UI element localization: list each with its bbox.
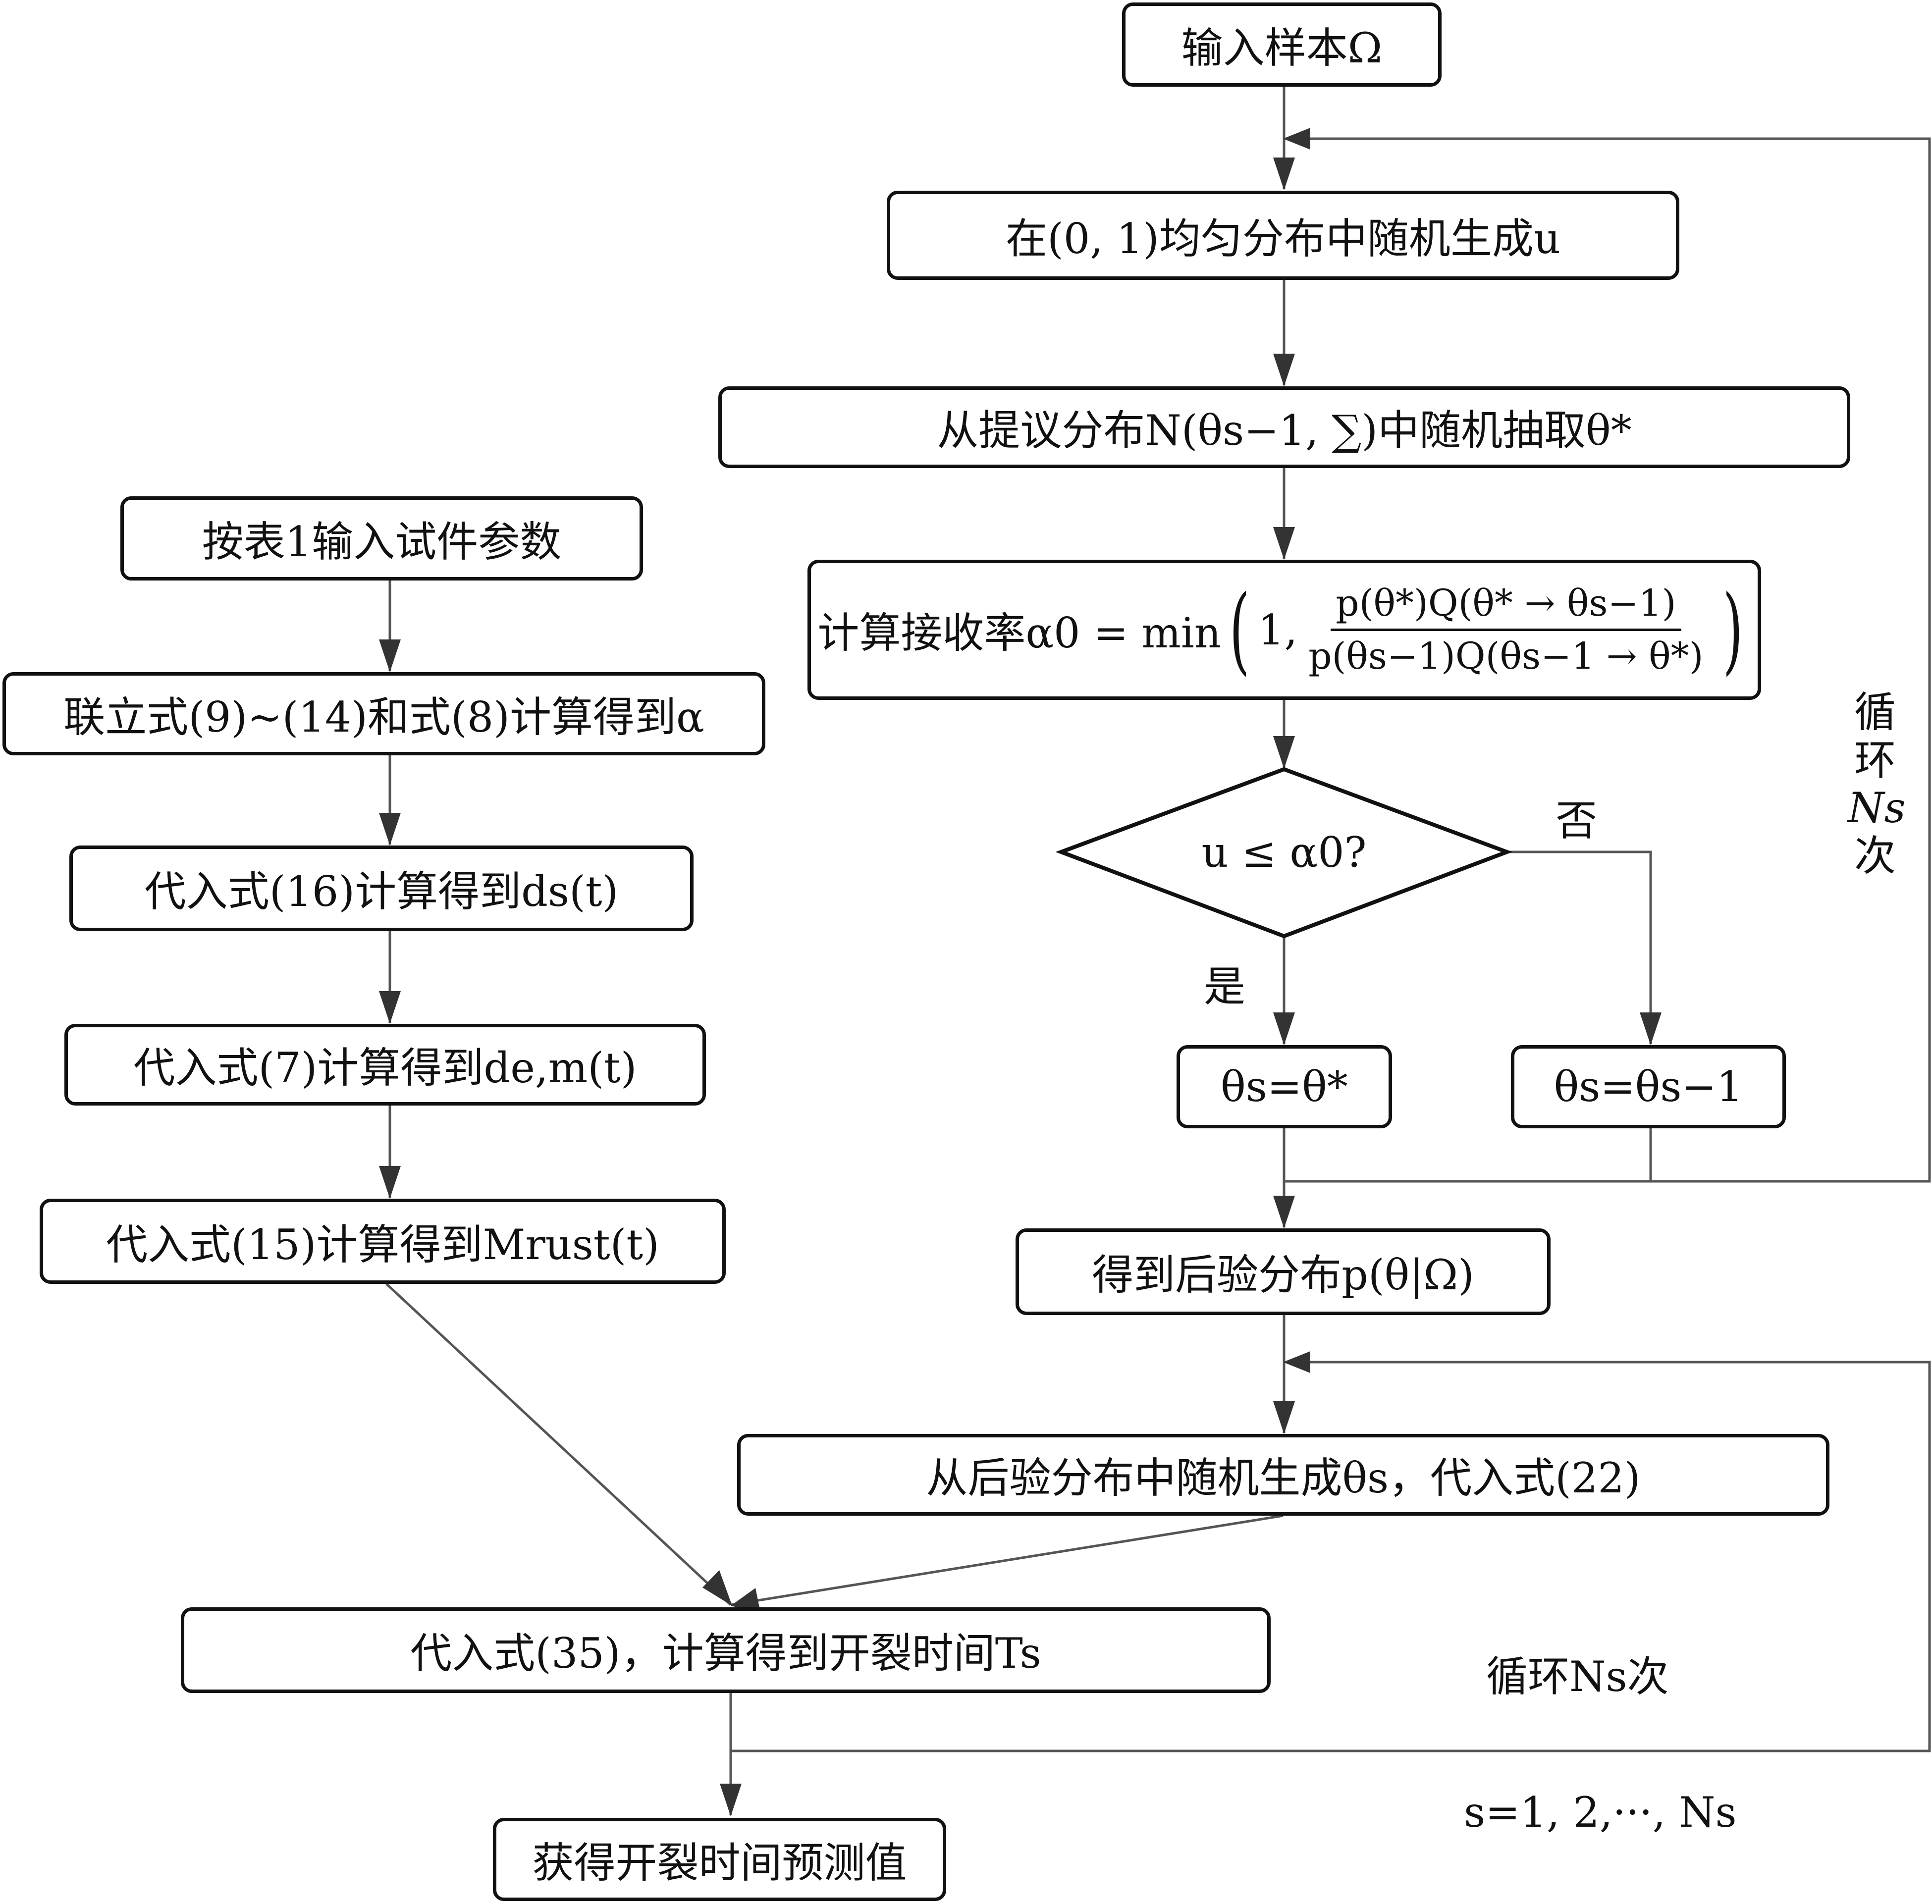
loop-label-vertical: 循 环 Ns 次 <box>1848 688 1906 880</box>
arrowhead <box>1283 128 1310 150</box>
compute-mrust-box: 代入式(15)计算得到Mrust(t) <box>40 1199 726 1284</box>
input-params-label: 按表1输入试件参数 <box>202 517 562 566</box>
arrowhead <box>1273 158 1295 190</box>
posterior-label: 得到后验分布p(θ|Ω) <box>1092 1251 1474 1299</box>
arrowhead <box>379 639 401 672</box>
arrow-sample-to-cracktime <box>730 1514 1284 1606</box>
acceptance-denominator: p(θs−1)Q(θs−1 → θ*) <box>1308 635 1704 678</box>
accept-box: θs=θ* <box>1177 1045 1392 1128</box>
index-range-label: s=1, 2,···, Ns <box>1464 1788 1737 1837</box>
generate-u-box: 在(0, 1)均匀分布中随机生成u <box>887 191 1679 280</box>
arrowhead <box>1273 1012 1295 1045</box>
sample-posterior-label: 从后验分布中随机生成θs，代入式(22) <box>926 1454 1641 1502</box>
accept-label: θs=θ* <box>1221 1062 1348 1111</box>
acceptance-rate-one: 1, <box>1258 605 1298 654</box>
loop-char-1: 循 <box>1854 688 1896 737</box>
result-box: 获得开裂时间预测值 <box>493 1818 946 1901</box>
arrowhead <box>1273 736 1295 769</box>
arrowhead <box>379 991 401 1024</box>
arrowhead <box>1640 1012 1662 1045</box>
compute-dem-box: 代入式(7)计算得到de,m(t) <box>64 1024 706 1106</box>
crack-time-label: 代入式(35)，计算得到开裂时间Ts <box>410 1629 1041 1678</box>
solve-alpha-box: 联立式(9)~(14)和式(8)计算得到α <box>2 672 765 755</box>
solve-alpha-label: 联立式(9)~(14)和式(8)计算得到α <box>63 692 704 741</box>
yes-label: 是 <box>1204 962 1246 1011</box>
draw-candidate-box: 从提议分布N(θs−1, ∑)中随机抽取θ* <box>718 386 1850 468</box>
posterior-box: 得到后验分布p(θ|Ω) <box>1016 1228 1551 1315</box>
compute-ds-label: 代入式(16)计算得到ds(t) <box>144 867 619 916</box>
compute-ds-box: 代入式(16)计算得到ds(t) <box>69 846 694 931</box>
arrowhead <box>1283 1351 1310 1373</box>
arrowhead <box>1273 1401 1295 1434</box>
arrowhead <box>731 1588 760 1612</box>
arrowhead <box>702 1570 732 1606</box>
arrowhead <box>379 1166 401 1199</box>
loop-char-4: 次 <box>1854 831 1896 880</box>
crack-time-box: 代入式(35)，计算得到开裂时间Ts <box>181 1607 1271 1693</box>
input-samples-box: 输入样本Ω <box>1122 2 1442 87</box>
loop-line-right <box>1284 137 1931 1183</box>
arrowhead <box>720 1784 742 1816</box>
generate-u-label: 在(0, 1)均匀分布中随机生成u <box>1006 214 1560 263</box>
loop-line-bottom <box>731 1361 1931 1752</box>
decision-label: u ≤ α0? <box>1185 828 1383 877</box>
left-paren: ( <box>1229 575 1250 685</box>
arrowhead <box>1273 1196 1295 1228</box>
input-samples-label: 输入样本Ω <box>1181 23 1383 72</box>
arrowhead <box>1273 527 1295 560</box>
input-params-box: 按表1输入试件参数 <box>120 496 643 581</box>
reject-box: θs=θs−1 <box>1511 1045 1786 1128</box>
decision-diamond <box>1055 767 1513 939</box>
loop-char-3: Ns <box>1848 784 1906 833</box>
loop-label-bottom: 循环Ns次 <box>1486 1652 1669 1701</box>
acceptance-rate-box: 计算接收率α0 = min ( 1, p(θ*)Q(θ* → θs−1) p(θ… <box>807 560 1761 700</box>
result-label: 获得开裂时间预测值 <box>532 1838 907 1887</box>
arrow-decision-no <box>1507 850 1652 1044</box>
compute-dem-label: 代入式(7)计算得到de,m(t) <box>133 1044 637 1092</box>
no-label: 否 <box>1556 796 1598 845</box>
acceptance-numerator: p(θ*)Q(θ* → θs−1) <box>1331 582 1681 631</box>
decision-text: u ≤ α0? <box>1201 828 1367 877</box>
reject-label: θs=θs−1 <box>1554 1062 1743 1111</box>
acceptance-fraction: p(θ*)Q(θ* → θs−1) p(θs−1)Q(θs−1 → θ*) <box>1303 582 1708 678</box>
right-paren: ) <box>1722 575 1743 685</box>
acceptance-rate-prefix: 计算接收率α0 = min <box>817 609 1221 657</box>
compute-mrust-label: 代入式(15)计算得到Mrust(t) <box>106 1220 659 1269</box>
loop-char-2: 环 <box>1854 736 1896 785</box>
sample-posterior-box: 从后验分布中随机生成θs，代入式(22) <box>737 1434 1829 1516</box>
arrow-mrust-to-cracktime <box>385 1283 732 1606</box>
arrowhead <box>1273 354 1295 386</box>
draw-candidate-label: 从提议分布N(θs−1, ∑)中随机抽取θ* <box>937 406 1632 455</box>
arrowhead <box>379 813 401 846</box>
